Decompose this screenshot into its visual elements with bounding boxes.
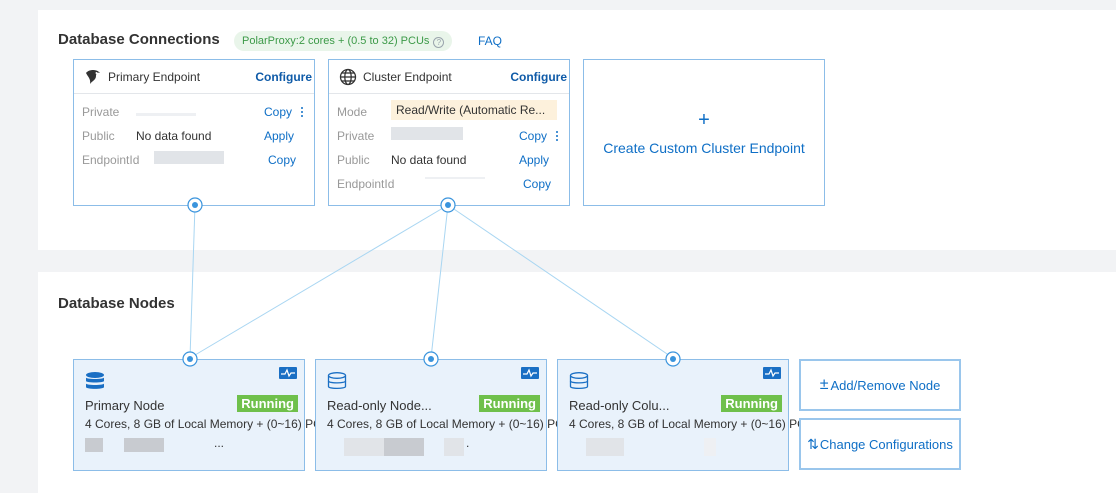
primary-public-value: No data found	[136, 129, 212, 143]
monitor-icon[interactable]	[763, 367, 781, 379]
cluster-private-copy-button[interactable]: Copy	[519, 129, 548, 143]
node-name[interactable]: Primary Node	[85, 398, 165, 413]
add-remove-node-label: Add/Remove Node	[830, 377, 941, 393]
status-badge: Running	[479, 395, 540, 412]
database-icon	[327, 372, 347, 390]
cluster-endpoint-configure-button[interactable]: Configure	[510, 69, 567, 84]
cluster-endpointid-value	[425, 177, 485, 179]
cluster-endpoint-connector-icon	[440, 197, 456, 213]
column-node-connector-icon	[665, 351, 681, 367]
cluster-public-label: Public	[337, 153, 370, 167]
node-id-redacted	[444, 438, 464, 456]
swap-arrows-icon: ⇅	[807, 435, 819, 452]
cluster-endpoint-header: Cluster Endpoint Configure	[329, 60, 569, 94]
cluster-endpoint-title: Cluster Endpoint	[363, 69, 452, 84]
node-id-redacted	[586, 438, 624, 456]
node-id-suffix: ...	[214, 436, 225, 450]
primary-endpointid-copy-button[interactable]: Copy	[268, 153, 297, 167]
proxy-badge: PolarProxy:2 cores + (0.5 to 32) PCUs?	[234, 31, 453, 51]
cluster-mode-label: Mode	[337, 105, 368, 119]
cluster-mode-value: Read/Write (Automatic Re...	[391, 100, 557, 120]
add-remove-node-button[interactable]: ± Add/Remove Node	[799, 359, 961, 411]
cluster-endpointid-label: EndpointId	[337, 177, 395, 191]
status-badge: Running	[237, 395, 298, 412]
primary-endpoint-connector-icon	[187, 197, 203, 213]
primary-public-apply-button[interactable]: Apply	[264, 129, 295, 143]
primary-node-connector-icon	[182, 351, 198, 367]
create-custom-endpoint-button[interactable]: + Create Custom Cluster Endpoint	[583, 59, 825, 206]
node-spec: 4 Cores, 8 GB of Local Memory + (0~16) P…	[85, 417, 331, 431]
faq-link[interactable]: FAQ	[478, 34, 503, 48]
node-spec: 4 Cores, 8 GB of Local Memory + (0~16) P…	[569, 417, 815, 431]
node-id-redacted	[384, 438, 424, 456]
node-name[interactable]: Read-only Colu...	[569, 398, 670, 413]
readonly-node-connector-icon	[423, 351, 439, 367]
connections-title: Database Connections	[58, 31, 220, 48]
create-custom-endpoint-label: Create Custom Cluster Endpoint	[603, 139, 805, 156]
primary-private-label: Private	[82, 105, 120, 119]
change-configurations-label: Change Configurations	[819, 436, 953, 452]
monitor-icon[interactable]	[521, 367, 539, 379]
primary-endpoint-card: Primary Endpoint Configure Private Copy …	[73, 59, 315, 206]
globe-icon	[339, 68, 357, 85]
primary-private-value	[136, 113, 196, 116]
node-id-suffix: .	[466, 436, 470, 450]
node-id-redacted	[704, 438, 716, 456]
cluster-private-label: Private	[337, 129, 375, 143]
node-id-redacted	[344, 438, 384, 456]
cluster-more-icon[interactable]	[555, 131, 559, 143]
plus-minus-icon: ±	[819, 376, 829, 393]
primary-more-icon[interactable]	[300, 107, 304, 119]
database-icon	[569, 372, 589, 390]
cluster-public-apply-button[interactable]: Apply	[519, 153, 550, 167]
node-card-readonly[interactable]: Read-only Node... Running 4 Cores, 8 GB …	[315, 359, 572, 471]
node-card-primary[interactable]: Primary Node Running 4 Cores, 8 GB of Lo…	[73, 359, 330, 471]
primary-endpoint-icon	[86, 69, 100, 84]
plus-icon: +	[698, 108, 710, 131]
cluster-private-value	[391, 127, 463, 140]
cluster-endpointid-copy-button[interactable]: Copy	[523, 177, 552, 191]
change-configurations-button[interactable]: ⇅ Change Configurations	[799, 418, 961, 470]
cluster-endpoint-card: Cluster Endpoint Configure Mode Read/Wri…	[328, 59, 570, 206]
node-name[interactable]: Read-only Node...	[327, 398, 432, 413]
node-id-redacted	[85, 438, 103, 452]
monitor-icon[interactable]	[279, 367, 297, 379]
primary-endpoint-title: Primary Endpoint	[108, 69, 201, 84]
primary-endpoint-header: Primary Endpoint Configure	[74, 60, 314, 94]
node-id-redacted	[124, 438, 164, 452]
help-icon[interactable]: ?	[433, 37, 445, 48]
node-card-column[interactable]: Read-only Colu... Running 4 Cores, 8 GB …	[557, 359, 814, 471]
primary-private-copy-button[interactable]: Copy	[264, 105, 293, 119]
primary-endpointid-value	[154, 151, 224, 164]
primary-endpointid-label: EndpointId	[82, 153, 140, 167]
primary-endpoint-configure-button[interactable]: Configure	[255, 69, 312, 84]
cluster-public-value: No data found	[391, 153, 467, 167]
primary-public-label: Public	[82, 129, 115, 143]
proxy-badge-text: PolarProxy:2 cores + (0.5 to 32) PCUs	[242, 35, 430, 47]
database-icon	[86, 372, 104, 389]
status-badge: Running	[721, 395, 782, 412]
nodes-title: Database Nodes	[58, 295, 175, 312]
node-spec: 4 Cores, 8 GB of Local Memory + (0~16) P…	[327, 417, 573, 431]
